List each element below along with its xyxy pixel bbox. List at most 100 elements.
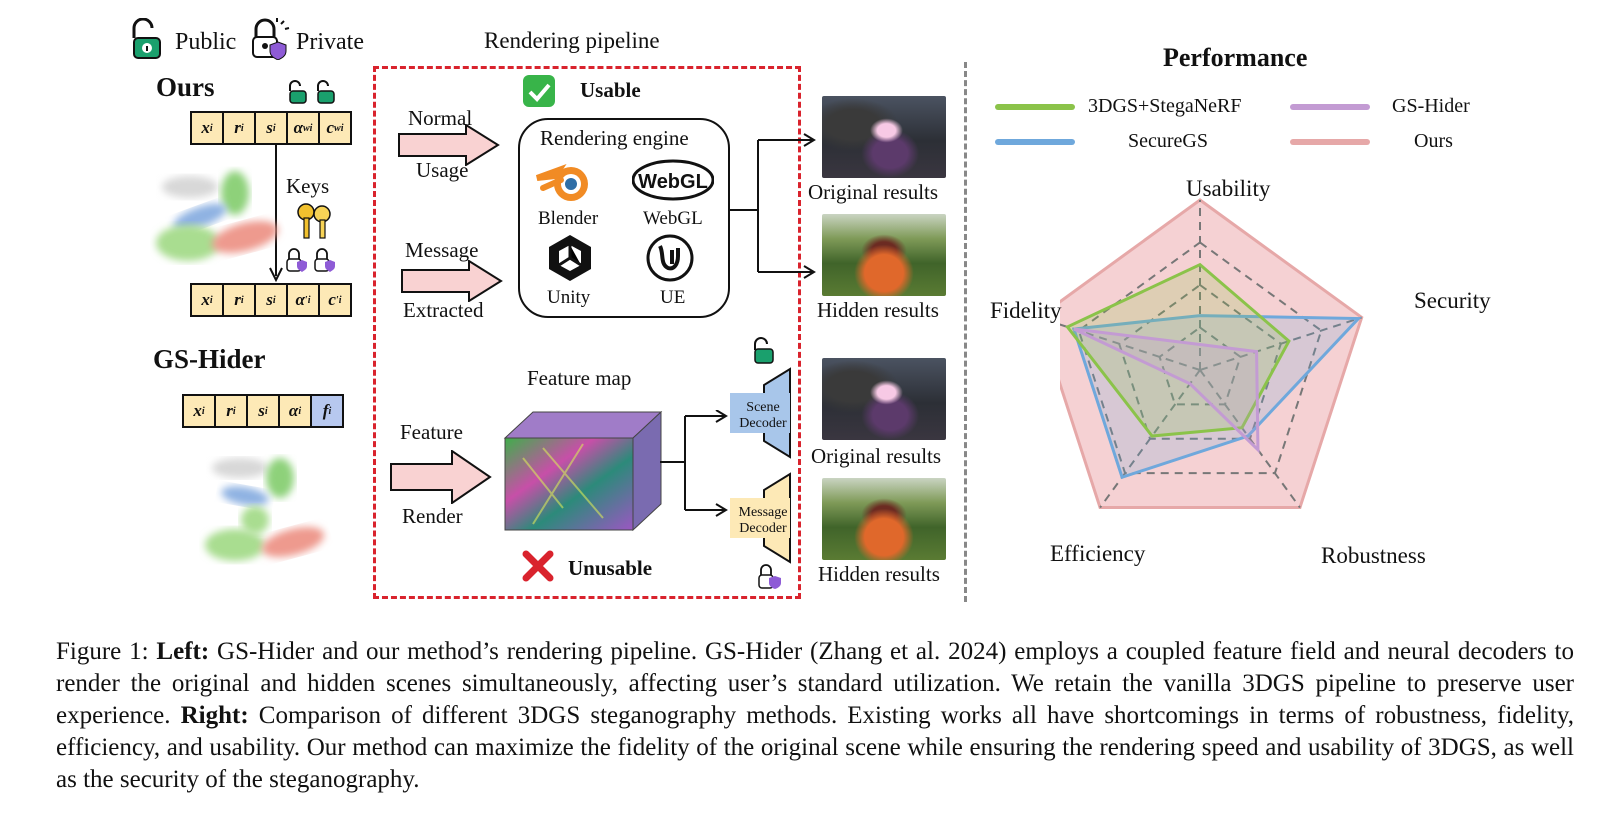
render-label: Render [402,504,463,528]
feature-map-cube [503,408,663,537]
feature-output-arrows [660,409,730,525]
hidden-result-image-2 [822,478,946,560]
public-label: Public [175,29,237,55]
pipeline-title: Rendering pipeline [484,28,660,53]
panel-divider [964,62,970,602]
caption-prefix: Figure 1: [56,638,157,665]
legend-label-ours: Ours [1414,130,1453,152]
check-icon [522,74,556,113]
scene-decoder-label: Scene Decoder [734,400,792,432]
performance-title: Performance [1163,43,1308,72]
axis-label-usability: Usability [1186,176,1271,201]
caption-left-bold: Left: [156,638,210,665]
hidden-results-label-1: Hidden results [817,298,939,322]
gaussian-blobs-gshider [195,450,335,580]
message-decoder-lock-icon [756,562,788,597]
scene-decoder-line2: Decoder [739,416,787,431]
rendering-engine-box [518,118,730,318]
cross-icon [522,550,554,587]
unusable-label: Unusable [568,556,653,580]
caption-right-bold: Right: [180,702,249,729]
usage-label: Usage [416,158,469,182]
legend-label-securegs: SecureGS [1128,130,1208,152]
original-results-label-2: Original results [811,444,942,468]
scene-decoder [728,367,794,464]
legend-label-stega: 3DGS+StegaNeRF [1088,95,1242,117]
extracted-label: Extracted [403,298,484,322]
grid-spoke [1099,369,1201,509]
axis-label-robustness: Robustness [1321,543,1426,568]
blender-label: Blender [538,208,599,229]
keys-icon [294,200,338,245]
ue-icon [646,234,694,287]
message-decoder-line1: Message [738,505,788,520]
unity-icon [547,233,593,288]
private-label: Private [296,29,364,55]
rendering-pipeline-box [373,66,801,599]
axis-label-fidelity: Fidelity [990,298,1062,323]
tuple-cell: c′i [328,290,342,309]
original-result-image-1 [822,96,946,178]
feature-arrow [390,449,492,509]
small-private-lock-icon [284,247,342,280]
axis-label-security: Security [1414,288,1491,313]
series-securegs [1071,314,1362,480]
original-result-image-2 [822,358,946,440]
private-lock-icon [248,18,290,61]
radar-chart [1060,198,1364,510]
key-arrow [268,144,284,289]
series-ours [1060,198,1364,510]
grid-spoke [1060,323,1201,371]
legend-label-gshider: GS-Hider [1392,95,1470,117]
series-gshider [1073,327,1260,454]
message-decoder-line2: Decoder [739,521,787,536]
small-public-lock-icon [286,80,338,109]
tuple-cell: α′i [288,285,320,315]
usable-label: Usable [580,78,641,102]
normal-label: Normal [408,106,473,130]
legend-swatch-stega [995,104,1075,110]
feature-map-label: Feature map [527,366,632,390]
series-stega [1065,262,1291,438]
legend-swatch-ours [1290,139,1370,145]
ours-title: Ours [156,72,215,102]
message-label: Message [405,238,479,262]
scene-decoder-lock-icon [750,336,778,371]
feature-label: Feature [400,420,463,444]
scene-decoder-line1: Scene [746,400,780,415]
message-decoder-label: Message Decoder [734,505,792,537]
caption-left-text: GS-Hider and our method’s rendering pipe… [56,638,1574,729]
original-results-label-1: Original results [808,180,939,204]
unity-label: Unity [547,287,591,308]
webgl-label: WebGL [643,208,703,229]
grid-spoke [1199,369,1301,509]
engine-output-arrows [728,130,820,295]
hidden-results-label-2: Hidden results [818,562,940,586]
message-decoder [728,472,794,569]
legend-swatch-gshider [1290,104,1370,110]
svg-text:WebGL: WebGL [638,171,708,193]
keys-label: Keys [286,174,330,198]
caption-right-text: Comparison of different 3DGS steganograp… [56,702,1574,793]
public-lock-icon [128,17,164,60]
legend-swatch-securegs [995,139,1075,145]
gaussian-blobs-ours [150,165,290,275]
gshider-title: GS-Hider [153,344,266,374]
normal-arrow [398,123,500,171]
message-arrow [401,259,503,307]
